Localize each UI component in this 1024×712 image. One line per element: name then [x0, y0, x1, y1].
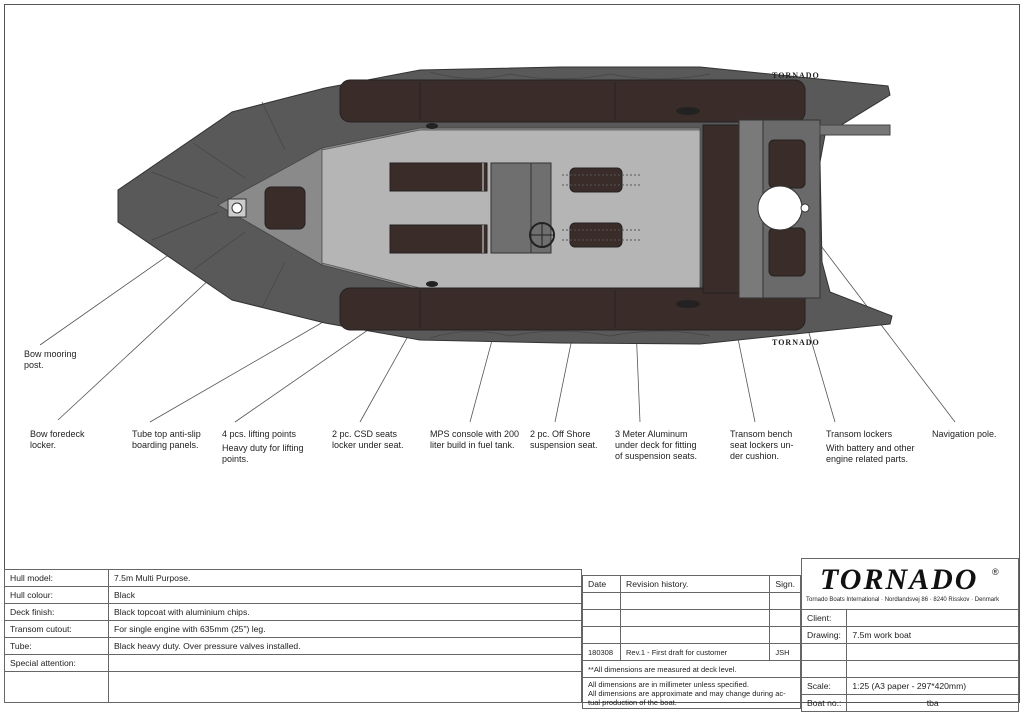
navigation-pole: [819, 124, 891, 136]
spec-table: Hull model:7.5m Multi Purpose. Hull colo…: [4, 569, 582, 703]
spec-row: [4, 671, 582, 703]
revision-row: [582, 592, 801, 610]
company-logo: TORNADO: [820, 563, 979, 596]
suspension-seats: [562, 167, 642, 248]
company-logo-box: TORNADO ® Tornado Boats International · …: [801, 558, 1019, 610]
csd-seat-bottom: [389, 224, 488, 254]
company-address: Tornado Boats International · Nordlandsv…: [806, 597, 1000, 603]
revision-row: [582, 609, 801, 627]
registered-mark: ®: [992, 567, 999, 577]
revision-note: **All dimensions are measured at deck le…: [582, 660, 801, 678]
info-row: Scale:1:25 (A3 paper - 297*420mm): [800, 677, 1019, 695]
hull-brand-top: TORNADO: [772, 71, 820, 80]
info-row: Boat no.:tba: [800, 694, 1019, 712]
transom-cutout: [757, 185, 803, 231]
mps-console: [490, 162, 552, 254]
spec-row: Hull model:7.5m Multi Purpose.: [4, 569, 582, 587]
spec-row: Tube:Black heavy duty. Over pressure val…: [4, 637, 582, 655]
bow-locker: [264, 186, 306, 230]
transom-bench: [702, 124, 740, 294]
info-row: [800, 643, 1019, 661]
info-row: Drawing:7.5m work boat: [800, 626, 1019, 644]
transom-locker-top: [768, 139, 806, 189]
revision-row: [582, 626, 801, 644]
boat-top-view: TORNADO TORNADO: [39, 66, 956, 423]
drawing-frame: [4, 4, 1020, 703]
bottom-cushion: [339, 287, 806, 331]
csd-seat-top: [389, 162, 488, 192]
info-table: Client: Drawing:7.5m work boat Scale:1:2…: [800, 609, 1019, 712]
revision-note: All dimensions are in millimeter unless …: [582, 677, 801, 709]
callout-navigation-pole: Navigation pole.: [932, 429, 997, 439]
spec-row: Transom cutout:For single engine with 63…: [4, 620, 582, 638]
transom-locker-bottom: [768, 227, 806, 277]
info-row: [800, 660, 1019, 678]
info-row: Client:: [800, 609, 1019, 627]
spec-row: Hull colour:Black: [4, 586, 582, 604]
spec-row: Special attention:: [4, 654, 582, 672]
top-cushion: [339, 79, 806, 123]
spec-row: Deck finish:Black topcoat with aluminium…: [4, 603, 582, 621]
hull-brand-bottom: TORNADO: [772, 338, 820, 347]
